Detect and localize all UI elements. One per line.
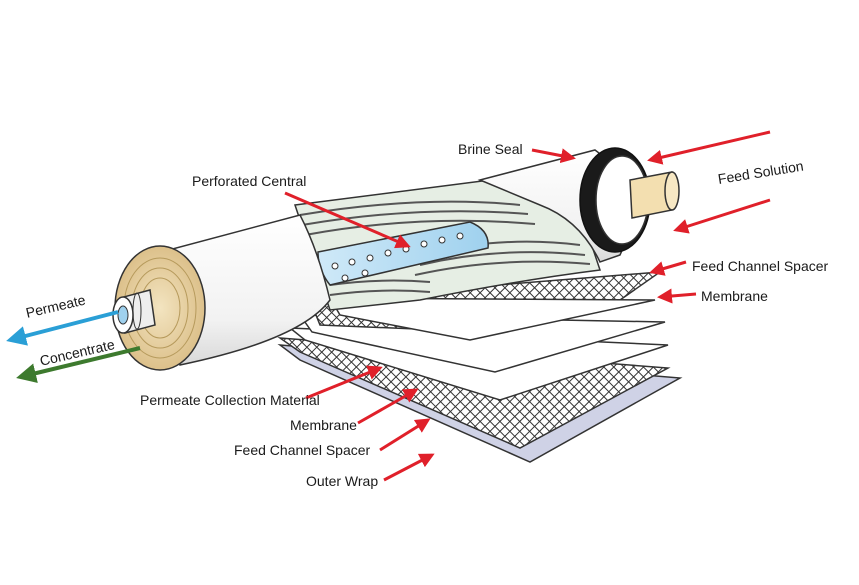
- outer-wrap-label: Outer Wrap: [306, 473, 379, 489]
- membrane-left-label: Membrane: [290, 417, 357, 433]
- outer-wrap-pointer: [383, 453, 435, 482]
- permeate-flow-arrow: [6, 310, 119, 346]
- perforated-central-pointer: [284, 191, 411, 249]
- feed-channel-spacer-right-label: Feed Channel Spacer: [692, 258, 829, 274]
- feed-solution-pointer-bottom: [673, 198, 771, 234]
- membrane-right-label: Membrane: [701, 288, 768, 304]
- pointer-arrows: [284, 130, 771, 482]
- permeate-tube-end: [112, 289, 156, 334]
- feed-channel-spacer-right-pointer: [649, 260, 687, 276]
- feed-solution-pointer-top: [647, 130, 771, 165]
- membrane-left-pointer: [357, 388, 419, 425]
- perforated-central-label: Perforated Central: [192, 173, 307, 189]
- brine-seal-pointer: [531, 148, 576, 164]
- permeate-collection-material-label: Permeate Collection Material: [140, 392, 320, 408]
- feed-tube-end: [629, 171, 680, 219]
- membrane-right-pointer: [657, 288, 697, 304]
- feed-channel-spacer-left-label: Feed Channel Spacer: [234, 442, 371, 458]
- feed-channel-spacer-left-pointer: [379, 418, 431, 452]
- brine-seal-ring: [579, 147, 651, 253]
- concentrate-flow-arrow: [16, 346, 141, 383]
- brine-seal-label: Brine Seal: [458, 141, 523, 157]
- permeate-collection-pointer: [305, 365, 383, 400]
